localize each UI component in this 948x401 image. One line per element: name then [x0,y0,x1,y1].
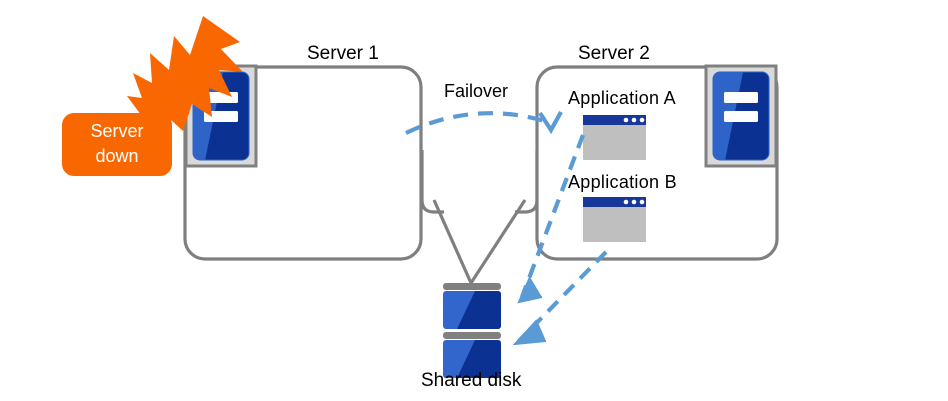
disk-access-dashed-arrow-icon [512,250,608,346]
app-window-icon [583,115,646,160]
disk-link-line-icon [420,150,539,284]
application-b-label: Application B [568,172,677,192]
server-tower-icon [704,64,778,168]
server1-title: Server 1 [307,43,379,64]
server-down-label-line1: Server [90,121,144,141]
server-down-badge [62,113,172,176]
explosion-burst-icon [127,16,243,136]
disk-access-dashed-arrow-icon [517,134,585,304]
shared-disk-label: Shared disk [421,370,522,391]
shared-disk-icon [443,283,501,378]
server-down-label-line2: down [95,146,139,166]
failover-label: Failover [444,81,509,101]
app-window-icon [583,197,646,242]
application-a-label: Application A [568,88,676,108]
server2-title: Server 2 [578,43,650,64]
failover-dashed-arrow-icon [405,110,563,135]
